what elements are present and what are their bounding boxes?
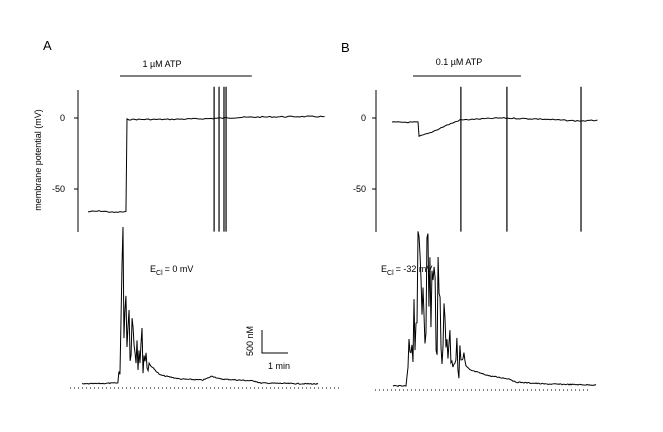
calcium-trace-b bbox=[392, 231, 597, 388]
ytick-b-50: -50 bbox=[353, 184, 366, 194]
panel-label-b: B bbox=[341, 40, 350, 55]
scale-bar bbox=[261, 330, 288, 354]
scale-bar-y-label: 500 nM bbox=[245, 326, 255, 356]
calcium-label-b: ECl= -32 mV bbox=[381, 264, 432, 277]
panel-label-a: A bbox=[43, 38, 52, 53]
membrane-trace-a bbox=[87, 115, 325, 213]
scale-bar-x-label: 1 min bbox=[268, 361, 290, 371]
membrane-trace-b bbox=[391, 116, 598, 138]
y-axis-label: membrane potential (mV) bbox=[33, 109, 43, 211]
drug-label-b: 0.1 µM ATP bbox=[436, 57, 483, 67]
calcium-trace-a bbox=[81, 226, 319, 385]
ytick-a-0: 0 bbox=[60, 113, 65, 123]
ytick-b-0: 0 bbox=[361, 113, 366, 123]
calcium-label-a: ECl= 0 mV bbox=[150, 264, 193, 277]
ytick-a-50: -50 bbox=[52, 184, 65, 194]
drug-label-a: 1 µM ATP bbox=[142, 59, 181, 69]
